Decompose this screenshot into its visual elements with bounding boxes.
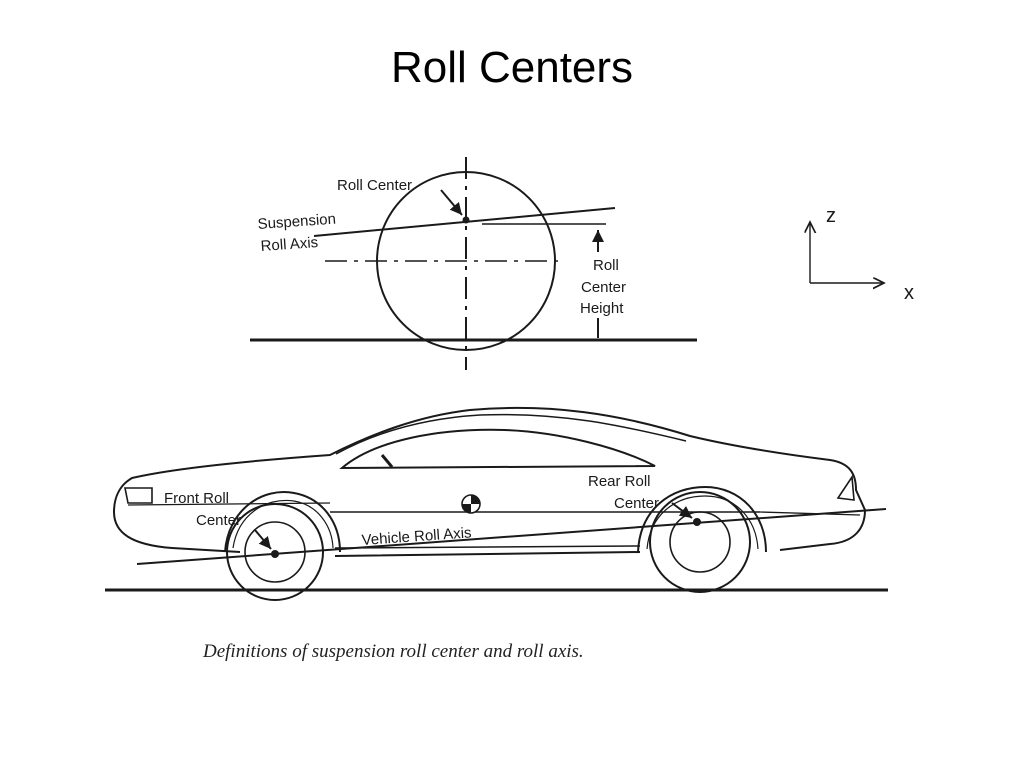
front-roll-center-label-line2: Center: [196, 512, 241, 529]
front-roll-center-label-line1: Front Roll: [164, 490, 229, 507]
front-wheel-arch-inner: [232, 499, 334, 549]
front-roll-center-point: [271, 550, 279, 558]
roll-center-height-label-line2: Center: [581, 279, 626, 296]
roof-line: [335, 413, 687, 455]
side-view: Front Roll Center Rear Roll Center Vehic…: [105, 406, 888, 601]
rear-hub: [669, 511, 731, 573]
vehicle-roll-axis-label: Vehicle Roll Axis: [361, 524, 472, 549]
coordinate-axes: z x: [810, 205, 914, 304]
front-view: Roll Center Suspension Roll Axis Roll Ce…: [250, 157, 697, 370]
rear-tire: [649, 491, 751, 593]
center-of-gravity-icon: [461, 494, 481, 514]
z-axis-label: z: [826, 205, 836, 227]
x-axis-label: x: [904, 282, 914, 304]
rear-roll-center-point: [693, 518, 701, 526]
rear-roll-center-pointer: [671, 502, 693, 519]
suspension-roll-axis-label-line2: Roll Axis: [260, 234, 319, 255]
rear-wheel-arch: [637, 485, 767, 553]
roll-center-height-label-line3: Height: [580, 300, 624, 317]
figure-caption: Definitions of suspension roll center an…: [203, 641, 584, 662]
headlight: [124, 487, 153, 504]
rocker-panel: [334, 545, 641, 549]
vehicle-roll-axis-line: [136, 508, 887, 565]
car-body-outline: [112, 406, 867, 557]
side-window: [339, 428, 656, 470]
front-roll-center-pointer: [254, 529, 272, 550]
roll-center-label: Roll Center: [337, 177, 412, 194]
page-title: Roll Centers: [390, 43, 634, 92]
roll-center-pointer: [440, 189, 463, 216]
suspension-roll-axis-label-line1: Suspension: [257, 211, 336, 233]
taillight: [836, 474, 855, 501]
body-crease-rear: [759, 511, 861, 516]
body-crease-upper: [127, 502, 331, 506]
roll-center-point: [462, 216, 470, 224]
front-tire: [226, 503, 324, 601]
front-wheel-arch: [224, 491, 341, 553]
rear-wheel-arch-inner: [646, 495, 759, 550]
rear-roll-center-label-line1: Rear Roll: [588, 473, 651, 490]
roll-center-height-label-line1: Roll: [593, 257, 619, 274]
rear-roll-center-label-line2: Center: [614, 495, 659, 512]
window-pillar: [380, 454, 394, 468]
